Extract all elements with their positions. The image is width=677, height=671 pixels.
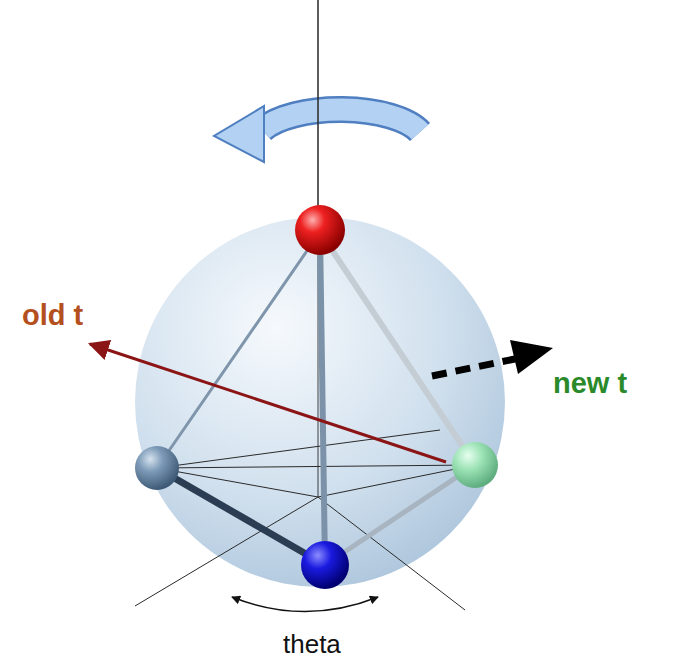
atom-ball xyxy=(135,446,179,490)
construction-lines xyxy=(135,430,475,610)
atom-ball xyxy=(452,442,498,488)
atom-ball xyxy=(301,541,349,589)
new-t-vector xyxy=(432,340,553,376)
tetrahedron-edges xyxy=(157,232,475,565)
rotation-arrow xyxy=(214,106,420,162)
vector-label: theta xyxy=(283,630,341,659)
vector-label: old t xyxy=(22,300,83,332)
atom-ball xyxy=(295,205,345,255)
sphere xyxy=(135,217,505,587)
vector-label: new t xyxy=(553,368,627,400)
old-t-vector xyxy=(90,344,446,462)
angle-arc xyxy=(232,597,378,612)
